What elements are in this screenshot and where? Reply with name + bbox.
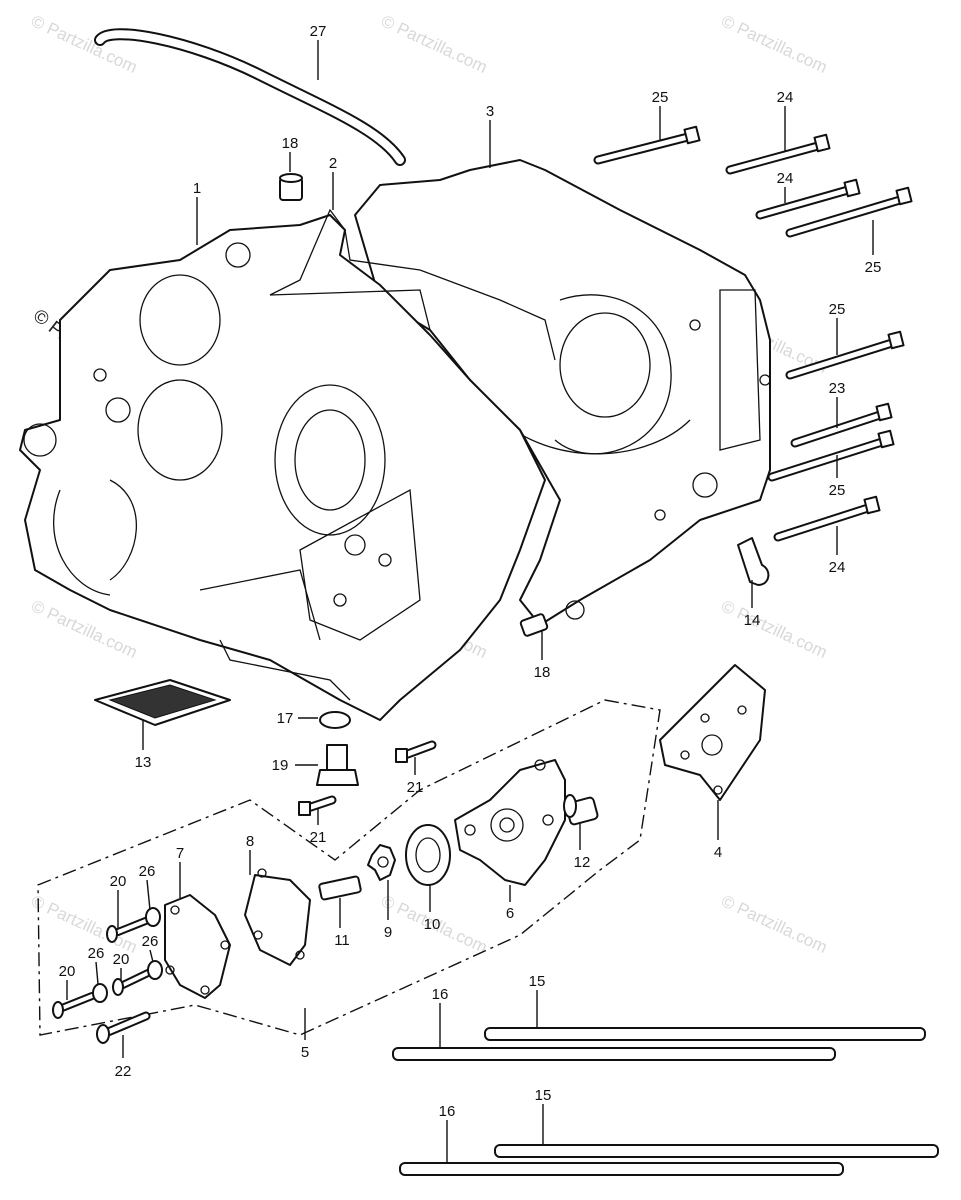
bolt-25-middle bbox=[785, 330, 905, 380]
bolt-23 bbox=[790, 402, 893, 448]
crankcase-bolts[interactable] bbox=[593, 125, 913, 542]
callout-15: 15 bbox=[535, 1087, 552, 1104]
cable-clip[interactable] bbox=[737, 537, 770, 586]
watermark-text: © Partzilla.com bbox=[28, 11, 140, 77]
callout-27: 27 bbox=[310, 23, 327, 40]
pump-bolt-lower[interactable] bbox=[298, 795, 337, 816]
cover-screw-upper[interactable] bbox=[106, 916, 152, 943]
callout-20: 20 bbox=[110, 873, 127, 890]
callout-4: 4 bbox=[714, 844, 722, 861]
callout-1: 1 bbox=[193, 180, 201, 197]
cylinder-stud-16-upper[interactable] bbox=[392, 1047, 836, 1061]
callout-18: 18 bbox=[534, 664, 551, 681]
callout-labels: 27 18 2 3 1 25 24 24 25 25 23 25 24 14 1… bbox=[59, 23, 882, 1120]
oil-pump-body[interactable] bbox=[454, 759, 566, 886]
callout-14: 14 bbox=[744, 612, 761, 629]
callout-3: 3 bbox=[486, 103, 494, 120]
cylinder-stud-15-lower[interactable] bbox=[494, 1144, 939, 1158]
callout-22: 22 bbox=[115, 1063, 132, 1080]
pump-collar[interactable] bbox=[563, 794, 599, 826]
callout-24: 24 bbox=[777, 170, 794, 187]
bolt-25-top bbox=[593, 125, 701, 165]
cover-washer-middle[interactable] bbox=[147, 960, 163, 980]
callout-24: 24 bbox=[829, 559, 846, 576]
sealing-washer[interactable] bbox=[319, 711, 351, 729]
bolt-24-lower bbox=[773, 495, 881, 542]
callout-2: 2 bbox=[329, 155, 337, 172]
callout-11: 11 bbox=[334, 932, 350, 949]
callout-25: 25 bbox=[865, 259, 882, 276]
callout-16: 16 bbox=[439, 1103, 456, 1120]
callout-8: 8 bbox=[246, 833, 254, 850]
pump-shaft[interactable] bbox=[318, 875, 362, 901]
oil-pump-gasket[interactable] bbox=[659, 664, 766, 801]
pump-inner-rotor[interactable] bbox=[367, 844, 396, 881]
watermark-text: © Partzilla.com bbox=[718, 11, 830, 77]
pump-cover[interactable] bbox=[164, 894, 231, 999]
cover-screw-lower[interactable] bbox=[52, 992, 96, 1019]
watermark-text: © Partzilla.com bbox=[378, 11, 490, 77]
callout-7: 7 bbox=[176, 845, 184, 862]
cover-washer-upper[interactable] bbox=[145, 907, 161, 927]
breather-tube[interactable] bbox=[94, 28, 406, 166]
callout-16: 16 bbox=[432, 986, 449, 1003]
callout-5: 5 bbox=[301, 1044, 309, 1061]
pump-outer-rotor[interactable] bbox=[405, 824, 451, 886]
callout-10: 10 bbox=[424, 916, 441, 933]
cover-washer-lower[interactable] bbox=[92, 983, 108, 1003]
callout-24: 24 bbox=[777, 89, 794, 106]
callout-26: 26 bbox=[88, 945, 105, 962]
callout-17: 17 bbox=[277, 710, 294, 727]
crankcase-left-half[interactable] bbox=[19, 214, 546, 721]
callout-20: 20 bbox=[113, 951, 130, 968]
cylinder-stud-15-upper[interactable] bbox=[484, 1027, 926, 1041]
watermark-text: © Partzilla.com bbox=[28, 891, 140, 957]
callout-19: 19 bbox=[272, 757, 289, 774]
bolt-25-lower bbox=[767, 429, 895, 482]
crankcase-gasket[interactable] bbox=[269, 208, 556, 361]
callout-26: 26 bbox=[139, 863, 156, 880]
leader-lines bbox=[66, 40, 874, 1163]
bolt-24-second bbox=[755, 178, 861, 220]
pump-bolt-upper[interactable] bbox=[395, 740, 437, 763]
bolt-25-second bbox=[785, 186, 913, 238]
callout-12: 12 bbox=[574, 854, 591, 871]
callout-13: 13 bbox=[135, 754, 152, 771]
watermark-text: © Partzilla.com bbox=[718, 891, 830, 957]
callout-23: 23 bbox=[829, 380, 846, 397]
callout-25: 25 bbox=[829, 301, 846, 318]
dowel-pin-bottom[interactable] bbox=[519, 613, 549, 637]
callout-9: 9 bbox=[384, 924, 392, 941]
callout-20: 20 bbox=[59, 963, 76, 980]
callout-25: 25 bbox=[829, 482, 846, 499]
watermark-text: © Partzilla.com bbox=[718, 596, 830, 662]
cylinder-stud-16-lower[interactable] bbox=[399, 1162, 844, 1176]
pump-cover-gasket[interactable] bbox=[244, 868, 311, 966]
dowel-pin-top[interactable] bbox=[279, 173, 303, 201]
callout-6: 6 bbox=[506, 905, 514, 922]
callout-18: 18 bbox=[282, 135, 299, 152]
cover-screw-middle[interactable] bbox=[112, 968, 154, 996]
callout-21: 21 bbox=[407, 779, 424, 796]
callout-25: 25 bbox=[652, 89, 669, 106]
callout-21: 21 bbox=[310, 829, 327, 846]
oil-strainer-screen[interactable] bbox=[94, 679, 231, 726]
oil-pump-assembly-outline bbox=[37, 699, 661, 1036]
pump-mount-bolt[interactable] bbox=[96, 1011, 151, 1044]
bolt-24-top bbox=[725, 133, 831, 175]
callout-26: 26 bbox=[142, 933, 159, 950]
callout-15: 15 bbox=[529, 973, 546, 990]
drain-plug[interactable] bbox=[316, 744, 359, 786]
